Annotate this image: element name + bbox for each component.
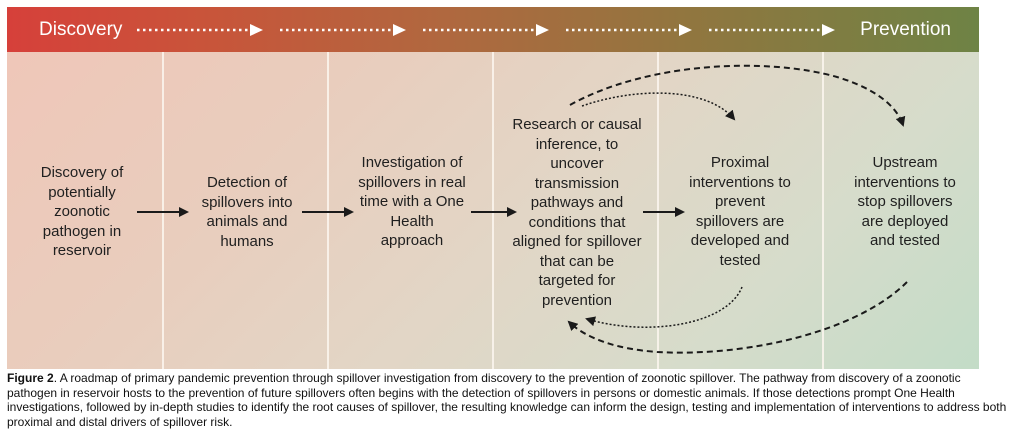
header-prevention-label: Prevention xyxy=(860,19,951,40)
step-research: Research or causal inference, to uncover… xyxy=(512,116,642,309)
column-divider xyxy=(492,52,494,369)
caption-figure-label: Figure 2 xyxy=(7,371,54,385)
header-dotted-arrow xyxy=(137,24,263,36)
column-divider xyxy=(327,52,329,369)
flow-arrows xyxy=(137,64,908,354)
dashed-arrow-from-upstream xyxy=(567,281,908,354)
header-band: Discovery Prevention xyxy=(7,7,979,52)
step-detection: Detection of spillovers into animals and… xyxy=(201,174,293,250)
header-dotted-arrow xyxy=(709,24,835,36)
caption-text: . A roadmap of primary pandemic preventi… xyxy=(7,371,1007,429)
dotted-arrow-to-proximal xyxy=(581,92,736,121)
column-divider xyxy=(822,52,824,369)
step-discovery: Discovery of potentially zoonotic pathog… xyxy=(40,164,124,259)
header-dotted-arrow xyxy=(280,24,406,36)
header-dotted-arrow xyxy=(423,24,549,36)
dashed-arrow-to-upstream xyxy=(569,64,906,127)
header-dotted-arrow xyxy=(566,24,692,36)
step-proximal-interventions: Proximal interventions to prevent spillo… xyxy=(689,154,791,269)
header-discovery-label: Discovery xyxy=(39,19,123,40)
roadmap-diagram: Discovery Prevention Discovery of potent… xyxy=(7,7,979,369)
step-upstream-interventions: Upstream interventions to stop spillover… xyxy=(854,154,956,249)
figure-caption: Figure 2. A roadmap of primary pandemic … xyxy=(7,371,1007,429)
column-divider xyxy=(657,52,659,369)
column-divider xyxy=(162,52,164,369)
step-investigation: Investigation of spillovers in real time… xyxy=(358,154,466,249)
dotted-arrow-from-proximal xyxy=(585,286,743,328)
